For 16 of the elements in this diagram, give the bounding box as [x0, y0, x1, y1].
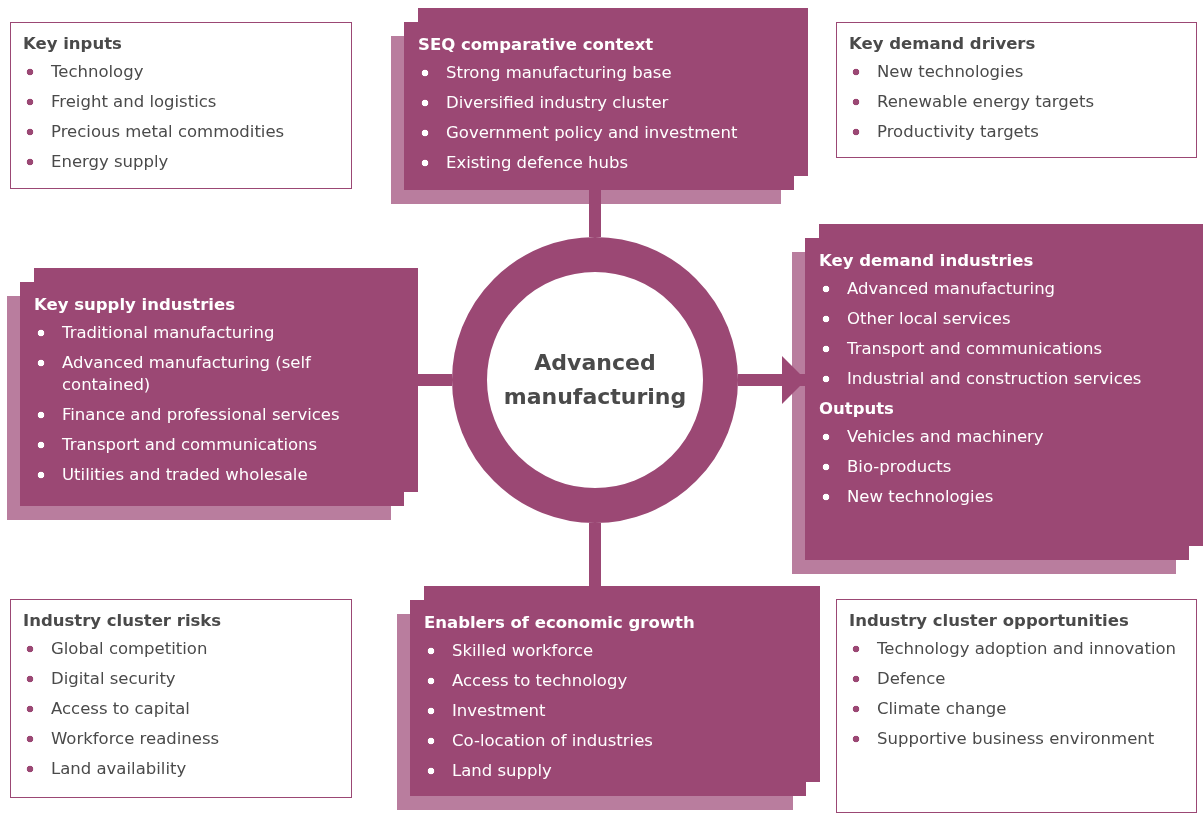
box-heading: Outputs: [819, 398, 895, 420]
info-box: [10, 599, 352, 798]
hub-title: Advanced manufacturing: [502, 349, 688, 411]
box-heading: Enablers of economic growth: [424, 612, 696, 634]
info-box: [836, 22, 1197, 158]
arrow: [737, 356, 806, 404]
box-heading: Key inputs: [23, 33, 123, 55]
box-heading: Key demand drivers: [849, 33, 1037, 55]
box-heading: SEQ comparative context: [418, 34, 655, 56]
info-box: [836, 599, 1197, 813]
box-heading: Industry cluster opportunities: [849, 610, 1130, 632]
box-heading: Key demand industries: [819, 250, 1035, 272]
box-heading: Key supply industries: [34, 294, 236, 316]
connector-line: [589, 190, 601, 237]
info-box: [10, 22, 352, 189]
box-heading: Industry cluster risks: [23, 610, 223, 632]
